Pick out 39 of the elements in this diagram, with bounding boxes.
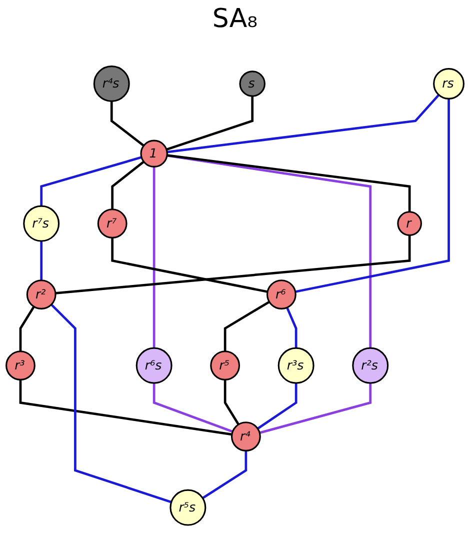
node-circle: rs — [433, 68, 464, 100]
connector — [166, 96, 254, 150]
connector — [224, 300, 270, 352]
connector — [19, 306, 35, 352]
node-circle: r³s — [278, 347, 314, 384]
node-circle: r⁷ — [97, 208, 128, 238]
connector — [166, 154, 372, 348]
node-circle: s — [239, 70, 266, 97]
node-circle: r² — [26, 279, 56, 310]
node-circle: r³ — [6, 350, 36, 380]
connector — [286, 306, 298, 348]
connector — [202, 450, 248, 499]
connector — [55, 235, 411, 294]
node-circle: r — [397, 210, 422, 236]
node-circle: r⁵s — [170, 489, 206, 526]
node-circle: r⁴s — [93, 65, 130, 102]
node-circle: r⁵ — [210, 350, 240, 380]
connector — [50, 304, 172, 504]
connector — [111, 160, 145, 210]
node-circle: 1 — [140, 140, 168, 168]
connector — [110, 101, 144, 146]
node-circle: r²s — [352, 347, 389, 384]
node-circle: r⁴ — [230, 421, 261, 452]
node-circle: r⁶s — [136, 347, 172, 384]
connector — [111, 238, 268, 293]
node-circle: r⁷s — [23, 205, 60, 242]
node-circle: r⁶ — [266, 279, 296, 310]
connector — [40, 240, 43, 280]
connector — [40, 156, 142, 206]
connector — [19, 380, 232, 436]
connector — [152, 382, 234, 433]
connector — [166, 154, 411, 212]
connector — [259, 382, 372, 434]
connector — [152, 166, 156, 348]
connector — [295, 98, 450, 293]
connector — [166, 94, 440, 154]
connector — [257, 382, 298, 430]
group-label: SA₈ — [212, 4, 258, 34]
connector — [224, 380, 240, 425]
